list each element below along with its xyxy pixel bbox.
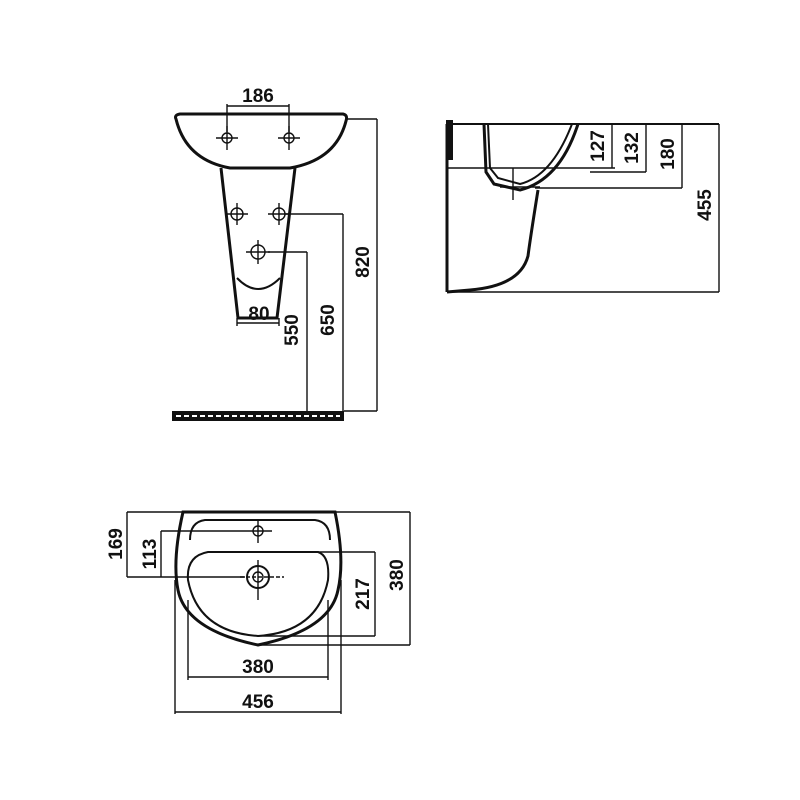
dimension-tap-spacing: 186 bbox=[242, 86, 274, 107]
dimension-total-depth: 380 bbox=[387, 559, 408, 591]
dimension-bowl-depth-1: 127 bbox=[588, 130, 609, 162]
drain-icon bbox=[240, 560, 284, 600]
dimension-projection: 455 bbox=[695, 189, 716, 221]
pedestal-inner-curve bbox=[236, 277, 281, 290]
dimension-bowl-depth-2: 132 bbox=[622, 132, 643, 164]
dimension-drain-offset: 113 bbox=[140, 539, 161, 570]
basin-outline bbox=[174, 112, 349, 170]
pedestal-side-outline bbox=[446, 189, 540, 294]
pedestal-outline bbox=[219, 167, 297, 320]
dimension-bowl-width: 380 bbox=[242, 657, 274, 678]
front-view: 186 80 550 650 820 bbox=[172, 86, 378, 421]
dimension-pedestal-base: 80 bbox=[248, 304, 269, 325]
dimension-drain-depth: 180 bbox=[658, 138, 679, 170]
drain-icon bbox=[246, 240, 270, 264]
wall-bracket bbox=[446, 120, 453, 160]
dimension-drain-height: 550 bbox=[282, 314, 303, 346]
dimension-total-width: 456 bbox=[242, 692, 274, 713]
water-inlet-icon bbox=[226, 203, 248, 225]
dimension-inlet-height: 650 bbox=[318, 304, 339, 336]
dimension-bowl-depth: 217 bbox=[353, 578, 374, 610]
dimension-total-height: 820 bbox=[353, 246, 374, 278]
tap-hole-icon bbox=[245, 519, 272, 543]
side-view: 127 132 180 455 bbox=[445, 120, 720, 294]
top-view: 380 456 169 113 217 380 bbox=[106, 510, 411, 714]
dimension-tap-offset: 169 bbox=[106, 528, 127, 560]
